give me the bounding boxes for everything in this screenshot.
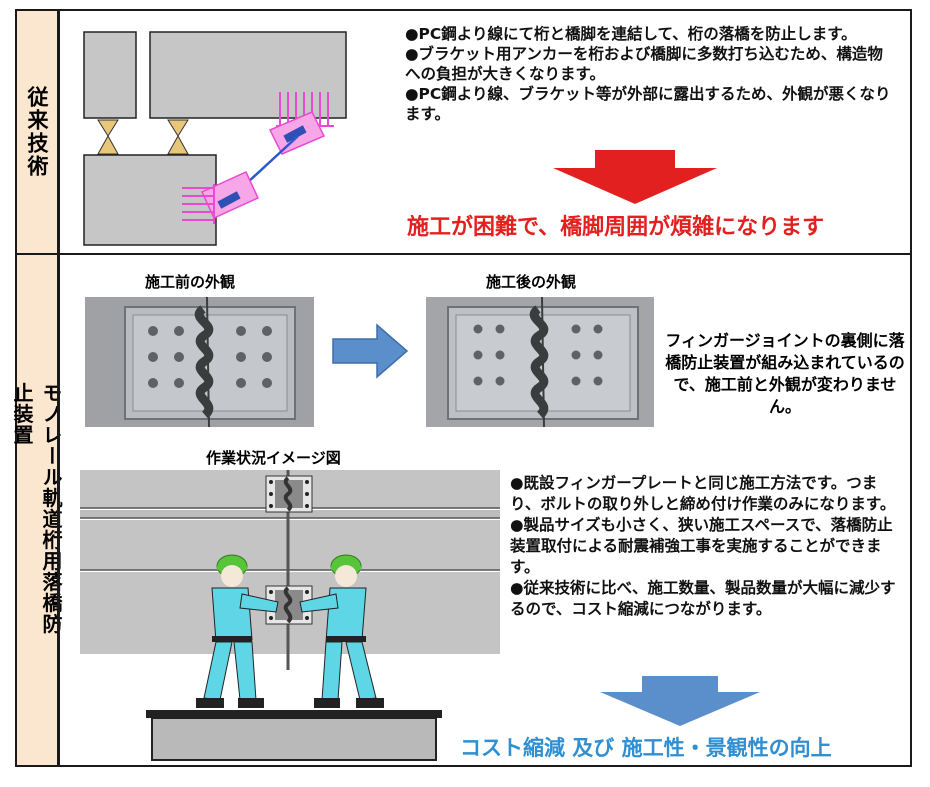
monorail-conclusion: コスト縮減 及び 施工性・景観性の向上: [460, 736, 832, 760]
worker-left: [196, 554, 279, 708]
conventional-bullet-2: ●ブラケット用アンカーを桁および橋脚に多数打ち込むため、構造物への負担が大きくな…: [405, 45, 883, 83]
sidebar-conventional: 従来技術: [17, 11, 57, 253]
girder-coupler: [283, 125, 307, 143]
girder-left: [83, 31, 137, 119]
bearing-left: [97, 119, 119, 155]
girder-right: [149, 31, 347, 119]
bearing-right: [167, 119, 189, 155]
conventional-label: 従来技術: [25, 86, 49, 178]
after-photo: [426, 297, 654, 427]
figure-frame: [15, 9, 912, 767]
appearance-note: フィンガージョイントの裏側に落橋防止装置が組み込まれているので、施工前と外観が変…: [665, 331, 905, 416]
conventional-diagram: [83, 31, 347, 246]
platform-edge: [146, 710, 442, 718]
worker-right: [299, 554, 384, 708]
platform: [151, 717, 437, 761]
work-caption: 作業状況イメージ図: [206, 449, 341, 467]
section-divider: [15, 253, 912, 255]
red-down-arrow: [553, 150, 717, 204]
monorail-bullets: ●既設フィンガープレートと同じ施工方法です。つまり、ボルトの取り外しと締め付け作…: [510, 473, 904, 620]
joint-device-upper: [265, 475, 313, 513]
conventional-conclusion: 施工が困難で、橋脚周囲が煩雑になります: [407, 215, 825, 240]
sidebar-divider-top: [57, 11, 60, 253]
work-illustration: [80, 470, 500, 761]
conventional-bullets: ●PC鋼より線にて桁と橋脚を連結して、桁の落橋を防止します。 ●ブラケット用アン…: [405, 24, 897, 124]
sidebar-divider-bottom: [57, 255, 60, 765]
after-caption: 施工後の外観: [486, 273, 577, 291]
monorail-bullet-2: ●製品サイズも小さく、狭い施工スペースで、落橋防止装置取付による耐震補強工事を実…: [510, 516, 893, 576]
sidebar-monorail: モノレール軌道桁用落橋防止装置: [10, 255, 63, 765]
monorail-bullet-1: ●既設フィンガープレートと同じ施工方法です。つまり、ボルトの取り外しと締め付け作…: [510, 474, 896, 513]
blue-down-arrow: [600, 676, 760, 726]
before-caption: 施工前の外観: [145, 273, 236, 291]
pier: [83, 154, 217, 246]
pier-anchors: [182, 184, 215, 224]
conventional-bullet-1: ●PC鋼より線にて桁と橋脚を連結して、桁の落橋を防止します。: [405, 25, 857, 43]
pier-coupler: [217, 191, 241, 209]
girder-band-2: [80, 520, 500, 570]
before-photo: [85, 297, 314, 427]
blue-right-arrow: [332, 323, 409, 379]
conventional-bullet-3: ●PC鋼より線、ブラケット等が外部に露出するため、外観が悪くなります。: [405, 85, 891, 123]
monorail-bullet-3: ●従来技術に比べ、施工数量、製品数量が大幅に減少するので、コスト縮減につながりま…: [510, 579, 896, 618]
